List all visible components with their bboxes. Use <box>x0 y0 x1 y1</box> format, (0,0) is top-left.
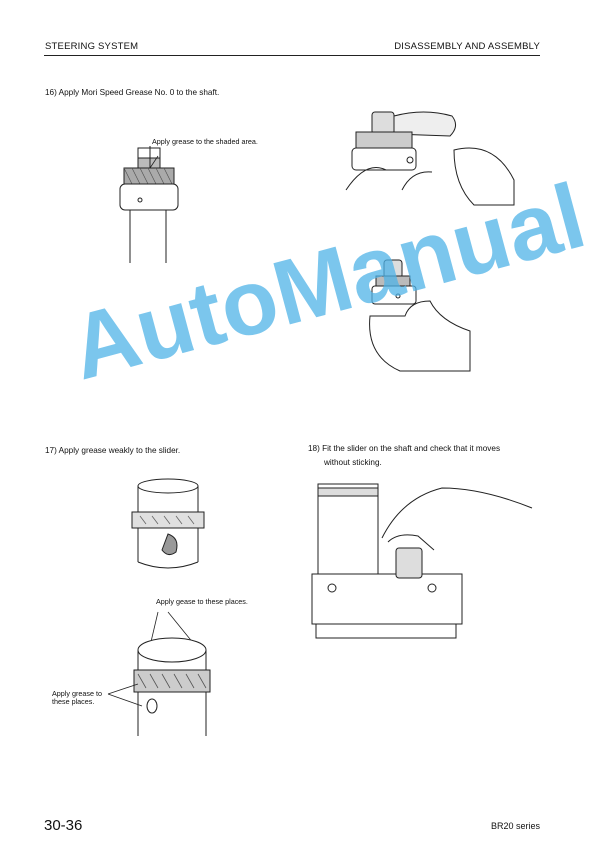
page-number: 30-36 <box>44 817 83 834</box>
callout-shaded-area: Apply grease to the shaded area. <box>152 137 258 146</box>
fit-slider-figure <box>311 483 533 639</box>
hand-apply-grease-figure <box>345 111 515 206</box>
hand-hold-slider-figure <box>369 259 471 372</box>
shaft-figure <box>119 146 179 263</box>
callout-grease-places-l1: Apply grease to <box>52 689 102 698</box>
chapter-title: DISASSEMBLY AND ASSEMBLY <box>394 41 540 52</box>
step-16-text: 16) Apply Mori Speed Grease No. 0 to the… <box>45 88 220 97</box>
slider-grease-places-figure <box>133 611 211 736</box>
series-label: BR20 series <box>490 821 540 831</box>
step-18-text-line2: without sticking. <box>324 458 382 467</box>
header-rule <box>44 55 540 56</box>
callout-grease-places-l2: these places. <box>52 697 95 706</box>
slider-figure <box>131 478 205 569</box>
step-17-text: 17) Apply grease weakly to the slider. <box>45 446 181 455</box>
step-18-text-line1: 18) Fit the slider on the shaft and chec… <box>308 444 501 453</box>
section-title: STEERING SYSTEM <box>45 41 139 52</box>
callout-leader-lines <box>107 683 143 707</box>
callout-gease-places: Apply gease to these places. <box>156 597 248 606</box>
